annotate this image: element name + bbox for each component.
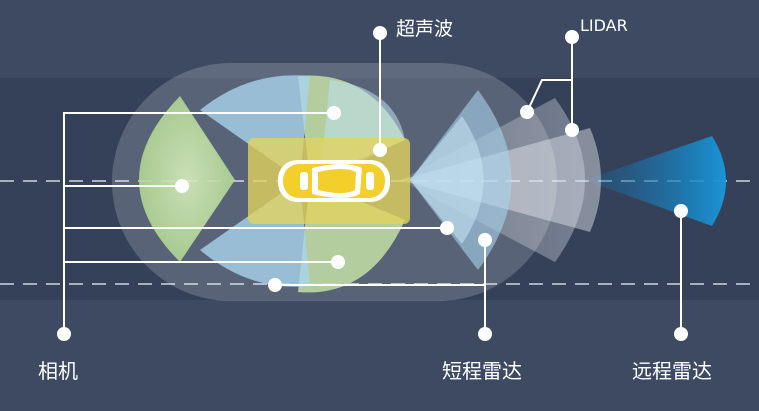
lidar-dot-2 — [565, 123, 579, 137]
short-range-radar-front-inner — [410, 116, 484, 244]
camera-label: 相机 — [38, 359, 78, 383]
lidar-dot-top — [565, 30, 579, 44]
long-radar-dot — [674, 204, 688, 218]
camera-dot-2 — [175, 179, 189, 193]
camera-dot-3 — [440, 221, 454, 235]
lidar-dot-1 — [520, 105, 534, 119]
callout-dots — [57, 26, 688, 341]
car-icon — [278, 160, 390, 202]
short-range-radar-label: 短程雷达 — [442, 359, 522, 383]
lidar-callout — [526, 37, 573, 113]
camera-callout-lines — [63, 112, 334, 334]
ultrasonic-label: 超声波 — [396, 18, 454, 40]
callout-lines — [63, 33, 682, 334]
long-range-radar-zone — [585, 136, 726, 226]
short-radar-dot-1 — [268, 278, 282, 292]
lidar-label: LIDAR — [580, 16, 628, 35]
camera-zone-rear — [139, 96, 235, 262]
camera-dot-1 — [327, 106, 341, 120]
camera-label-dot — [57, 327, 71, 341]
ultrasonic-dot-top — [373, 26, 387, 40]
ultrasonic-dot — [373, 143, 387, 157]
short-radar-label-dot — [478, 327, 492, 341]
short-radar-dot-2 — [478, 233, 492, 247]
long-radar-label-dot — [674, 327, 688, 341]
camera-dot-4 — [331, 255, 345, 269]
long-range-radar-label: 远程雷达 — [632, 359, 712, 383]
